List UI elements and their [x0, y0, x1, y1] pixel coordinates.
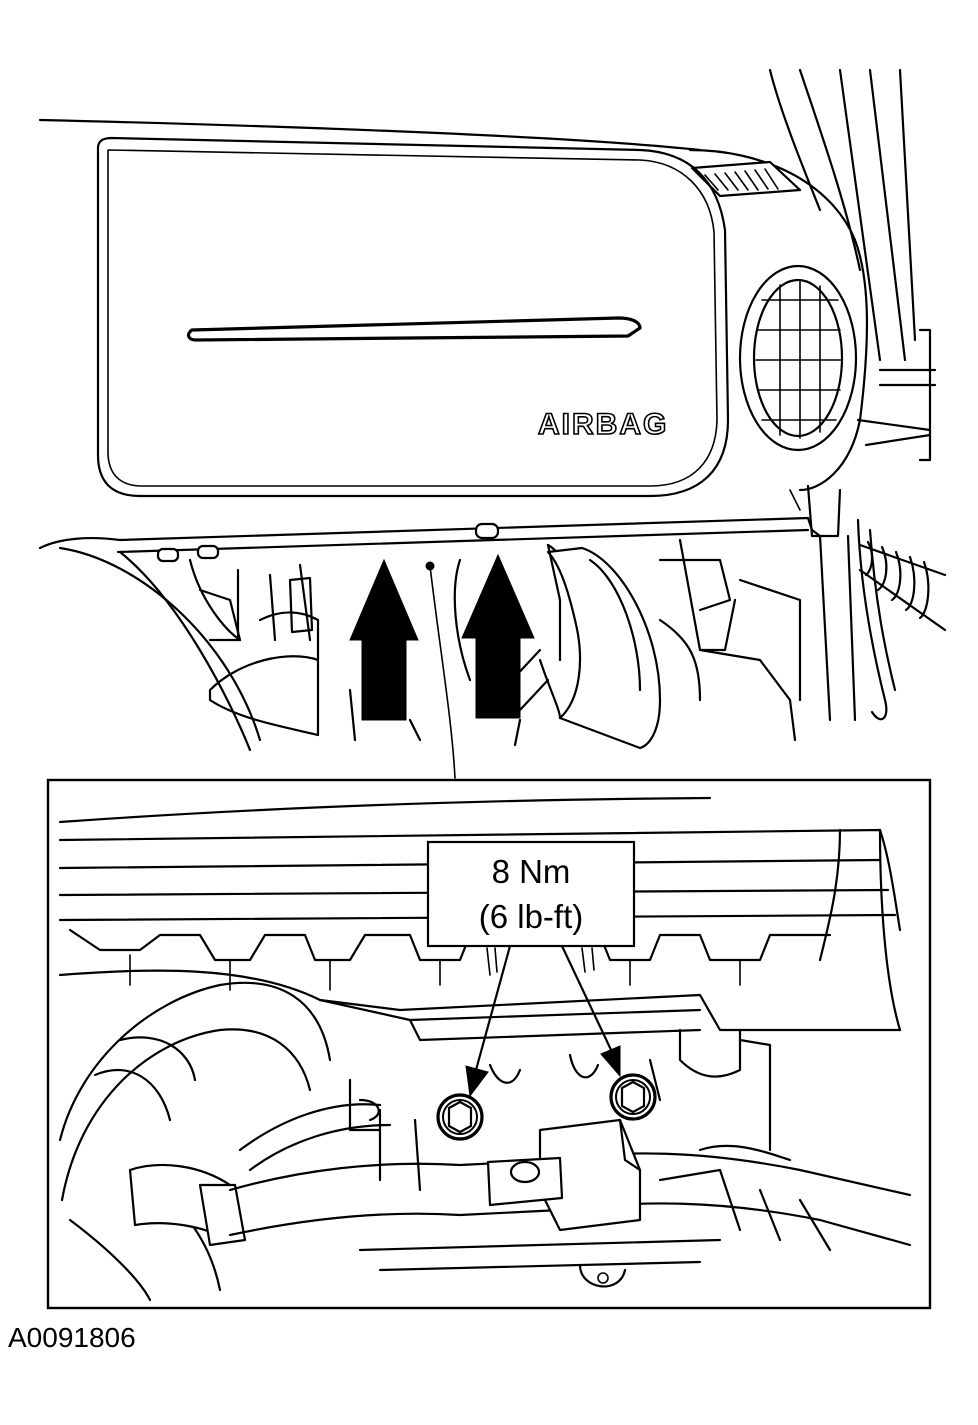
- bolt-right: [609, 1073, 657, 1121]
- direction-arrows: [349, 553, 535, 721]
- airbag-door: AIRBAG: [96, 136, 730, 498]
- torque-callout: 8 Nm (6 lb-ft): [426, 840, 636, 948]
- left-up-arrow: [349, 558, 419, 721]
- airbag-label: AIRBAG: [538, 408, 668, 441]
- torque-imperial-label: (6 lb-ft): [479, 898, 584, 935]
- side-air-vent: [738, 264, 858, 452]
- corrugated-hose: [858, 540, 947, 632]
- wire-harness: [228, 1103, 912, 1252]
- right-up-arrow: [461, 553, 535, 719]
- torque-metric-label: 8 Nm: [492, 853, 571, 890]
- bolt-leader-arrows: [465, 944, 621, 1098]
- figure-id: A0091806: [8, 1322, 136, 1353]
- instrument-panel-view: AIRBAG: [38, 68, 947, 752]
- detail-inset: 8 Nm (6 lb-ft): [46, 778, 932, 1310]
- detail-leader-line: [429, 565, 456, 779]
- duct-hose: [58, 981, 332, 1302]
- bolt-left: [436, 1093, 484, 1141]
- defroster-vent: [690, 160, 802, 198]
